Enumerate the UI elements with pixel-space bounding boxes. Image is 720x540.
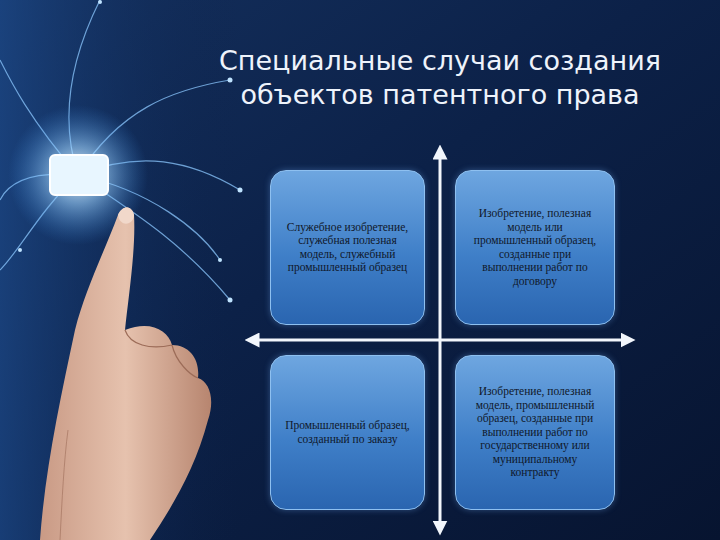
box-text: Изобретение, полезная модель, промышленн…: [468, 385, 602, 480]
hand: [40, 208, 211, 540]
category-box: Служебное изобретение, служебная полезна…: [270, 170, 425, 325]
box-content: Промышленный образец, созданный по заказ…: [283, 419, 412, 446]
glowing-screen: [50, 155, 108, 195]
category-box: Изобретение, полезная модель или промышл…: [455, 170, 615, 325]
category-box: Изобретение, полезная модель, промышленн…: [455, 355, 615, 510]
box-text: Служебное изобретение, служебная полезна…: [283, 221, 412, 275]
slide-title: Специальные случаи создания объектов пат…: [210, 44, 670, 112]
box-text: Промышленный образец, созданный по заказ…: [283, 419, 412, 446]
cross-arrows: [252, 152, 628, 528]
light-panel: [0, 0, 240, 540]
box-text: Изобретение, полезная модель или промышл…: [468, 207, 602, 288]
box-content: Служебное изобретение, служебная полезна…: [283, 221, 412, 275]
box-content: Изобретение, полезная модель или промышл…: [468, 207, 602, 288]
box-content: Изобретение, полезная модель, промышленн…: [468, 385, 602, 480]
category-box: Промышленный образец, созданный по заказ…: [270, 355, 425, 510]
